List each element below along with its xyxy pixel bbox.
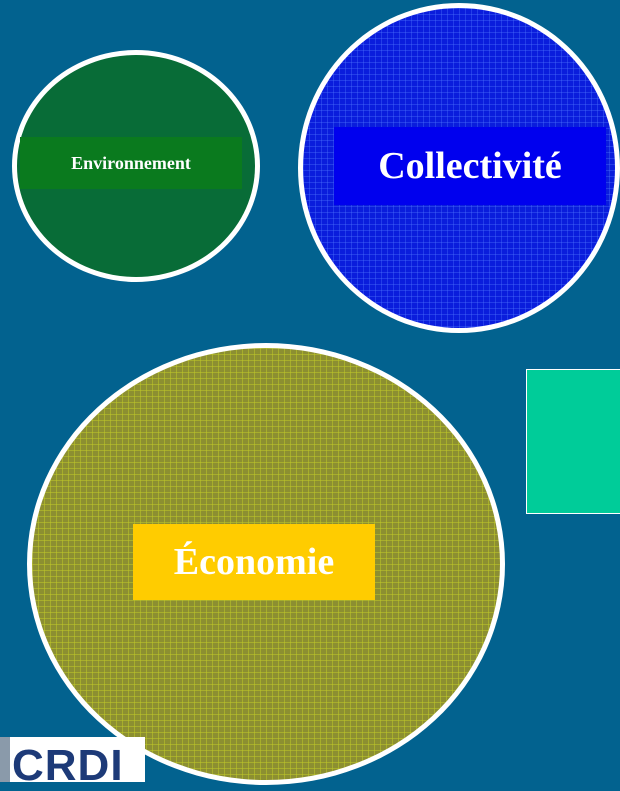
environnement-label: Environnement — [20, 137, 242, 189]
crdi-logo: CRDI — [0, 737, 145, 790]
economie-label: Économie — [133, 524, 375, 600]
logo-text: CRDI — [12, 741, 124, 790]
teal-box — [526, 369, 620, 514]
collectivite-label: Collectivité — [334, 127, 606, 205]
logo-bar — [0, 737, 10, 782]
